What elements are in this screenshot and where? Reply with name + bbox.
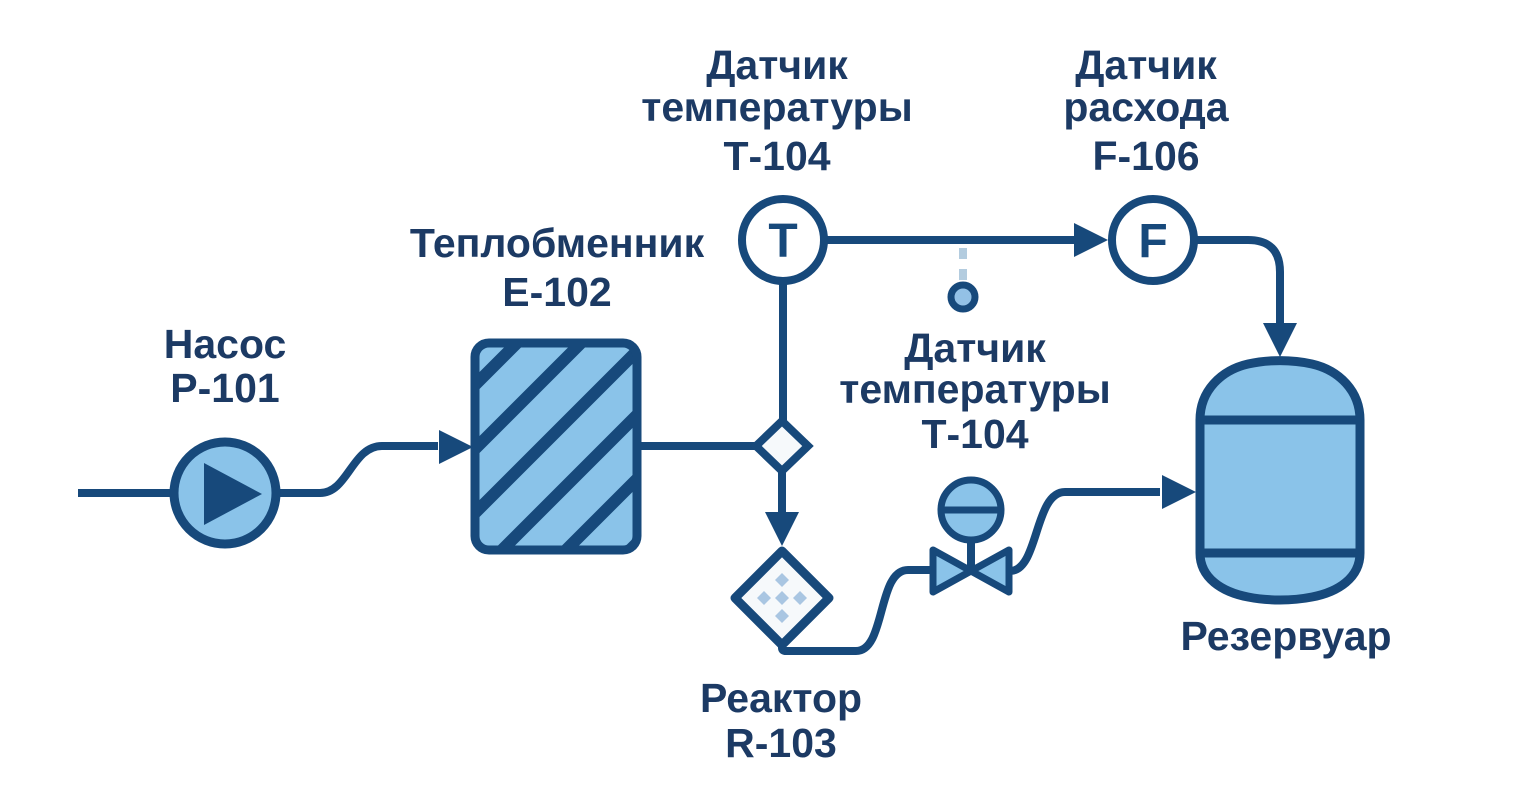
reactor-symbol xyxy=(730,546,834,650)
temp-sensor-top-label: Датчик температуры Т-104 xyxy=(641,42,913,179)
valve-right-wedge xyxy=(967,546,1013,596)
flow-arrow-into-reactor xyxy=(765,512,799,546)
reactor-dot xyxy=(775,591,789,605)
temperature-sensor-letter: T xyxy=(768,215,797,268)
reactor-dot xyxy=(757,591,771,605)
reactor-tag: R-103 xyxy=(725,720,837,766)
flow-arrow-into-heat-exchanger xyxy=(439,430,473,464)
reactor-to-valve-line xyxy=(778,566,931,655)
tank-symbol xyxy=(1195,356,1365,605)
pump-symbol xyxy=(169,437,281,549)
control-valve-symbol xyxy=(929,476,1013,596)
reactor-name: Реактор xyxy=(700,675,862,721)
reactor-dot xyxy=(775,609,789,623)
flow-arrow-into-tank-top xyxy=(1263,323,1297,357)
junction-diamond xyxy=(750,415,814,477)
flow-sensor-instrument: F xyxy=(1108,195,1198,285)
pump-tag: P-101 xyxy=(170,365,279,411)
temperature-sensor-instrument: T xyxy=(738,195,828,285)
measurement-point-dot xyxy=(947,281,979,313)
reactor-dot xyxy=(793,591,807,605)
temp-sensor-top-name-line1: Датчик xyxy=(706,42,848,88)
pump-name: Насос xyxy=(164,321,287,367)
temp-sensor-top-name-line2: температуры xyxy=(641,84,913,130)
flow-sensor-to-tank-line xyxy=(1194,236,1284,326)
flow-arrow-into-flow-sensor xyxy=(1074,223,1108,257)
valve-left-wedge xyxy=(929,546,975,596)
flow-sensor-letter: F xyxy=(1138,215,1167,268)
pump-label: Насос P-101 xyxy=(164,321,287,411)
temp-sensor-valve-name-line2: температуры xyxy=(839,366,1111,412)
temp-sensor-valve-name-line1: Датчик xyxy=(904,325,1046,371)
heat-exchanger-name: Теплобменник xyxy=(410,220,705,266)
flow-sensor-name-line1: Датчик xyxy=(1075,42,1217,88)
temp-sensor-valve-tag: Т-104 xyxy=(921,411,1028,457)
temp-sensor-valve-label: Датчик температуры Т-104 xyxy=(839,325,1111,457)
temp-sensor-top-tag: Т-104 xyxy=(723,133,830,179)
flow-arrow-into-tank-side xyxy=(1162,475,1196,509)
reactor-label: Реактор R-103 xyxy=(700,675,862,766)
tank-label: Резервуар xyxy=(1180,613,1391,659)
valve-to-tank-line xyxy=(1009,488,1160,575)
heat-exchanger-tag: E-102 xyxy=(502,269,611,315)
flow-sensor-tag: F-106 xyxy=(1092,133,1199,179)
heat-exchanger-label: Теплобменник E-102 xyxy=(410,220,705,315)
flow-sensor-name-line2: расхода xyxy=(1063,84,1229,130)
pump-to-heat-exchanger-line xyxy=(276,442,438,497)
pump-direction-icon xyxy=(204,463,262,525)
flow-sensor-label: Датчик расхода F-106 xyxy=(1063,42,1229,179)
heat-exchanger-symbol xyxy=(470,338,642,555)
reactor-dot xyxy=(775,573,789,587)
